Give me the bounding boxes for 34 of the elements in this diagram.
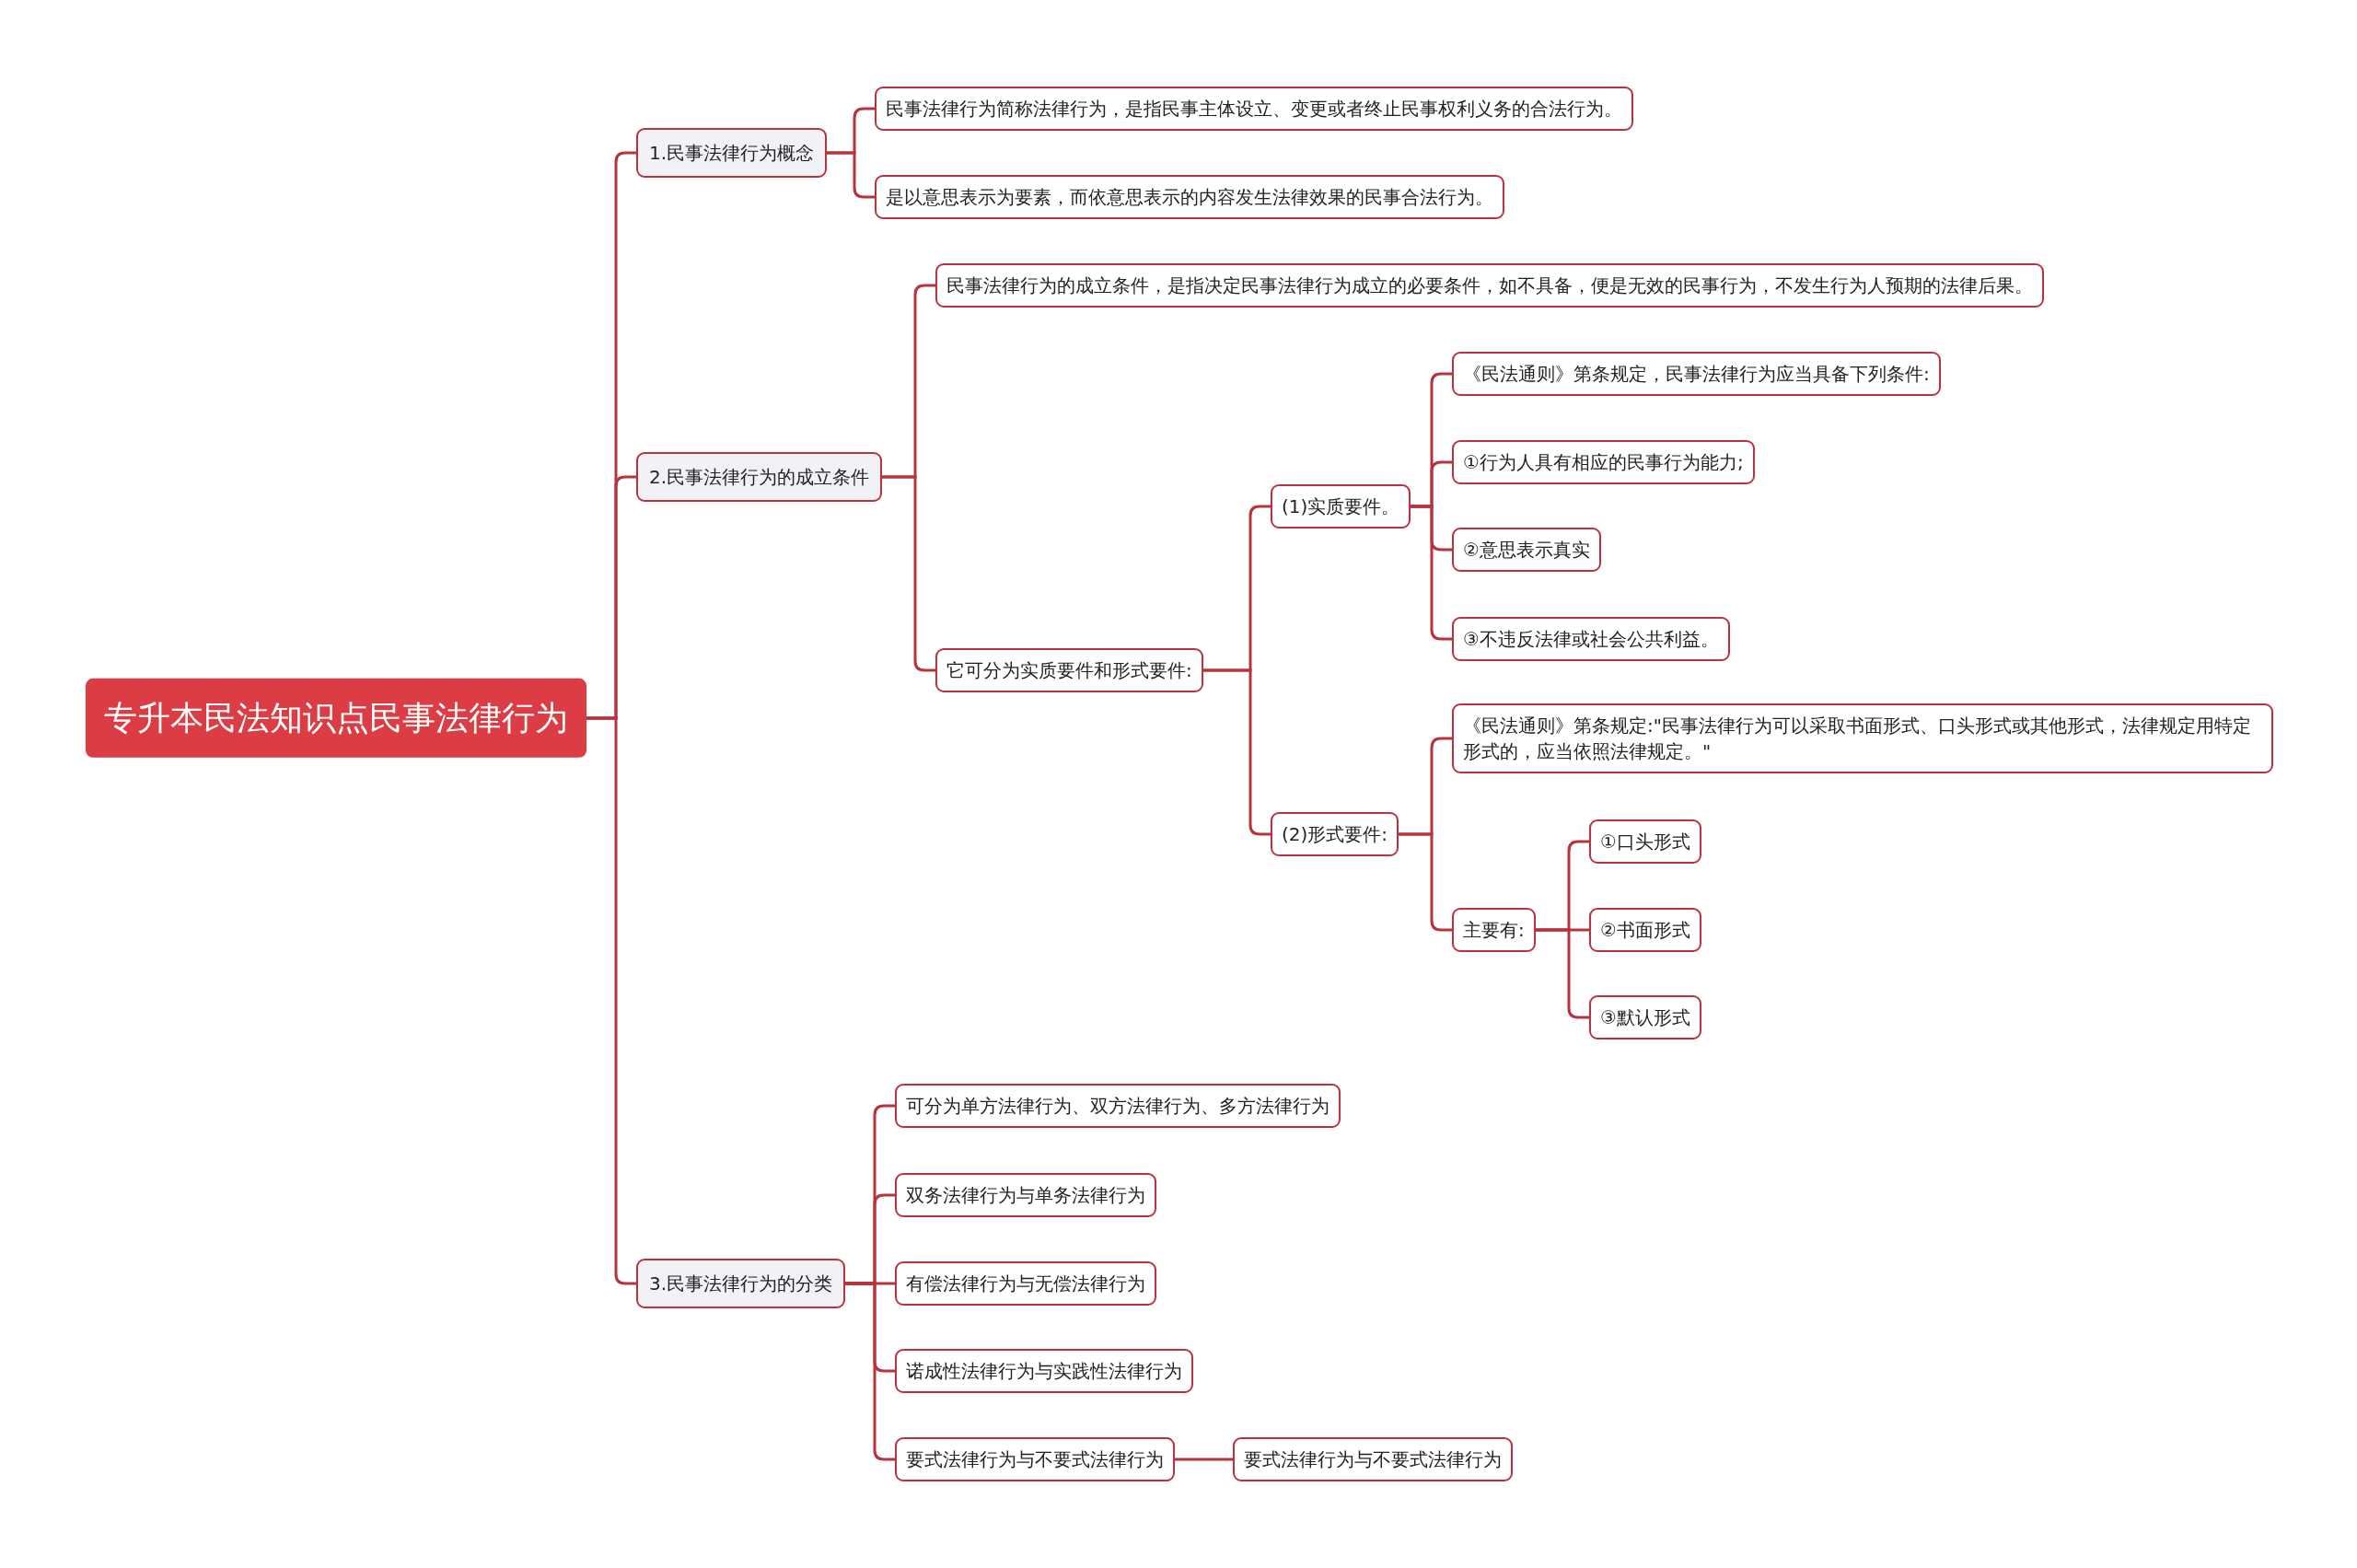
topic-box: 要式法律行为与不要式法律行为 [895,1437,1175,1481]
topic-box: ③默认形式 [1589,995,1701,1040]
topic-box: ①口头形式 [1589,819,1701,864]
topic-box: 诺成性法律行为与实践性法律行为 [895,1349,1193,1393]
topic-box: 要式法律行为与不要式法律行为 [1233,1437,1513,1481]
connector-line [1202,668,1271,836]
topic-box: 《民法通则》第条规定:"民事法律行为可以采取书面形式、口头形式或其他形式，法律规定用特定形式的，应当依照法律规定。" [1452,703,2273,773]
topic-box: 《民法通则》第条规定，民事法律行为应当具备下列条件: [1452,352,1941,396]
topic-box: 可分为单方法律行为、双方法律行为、多方法律行为 [895,1084,1341,1128]
root-topic-box: 专升本民法知识点民事法律行为 [86,678,586,759]
connector-line [1535,928,1589,1019]
connector-line [1399,832,1452,932]
connector-line [586,716,636,1285]
topic-box: 民事法律行为的成立条件，是指决定民事法律行为成立的必要条件，如不具备，便是无效的民事行为，不发生行为人预期的法律后果。 [935,263,2044,308]
topic-box: 它可分为实质要件和形式要件: [935,648,1203,692]
connector-line [882,475,935,672]
topic-box: 双务法律行为与单务法律行为 [895,1173,1156,1217]
topic-box: 有偿法律行为与无偿法律行为 [895,1261,1156,1306]
topic-box: ②书面形式 [1589,908,1701,952]
topic-box: (2)形式要件: [1271,812,1399,856]
topic-box: 民事法律行为简称法律行为，是指民事主体设立、变更或者终止民事权利义务的合法行为。 [875,87,1633,131]
connector-line [827,151,875,199]
topic-box: (1)实质要件。 [1271,484,1411,528]
branch-topic-box: 3.民事法律行为的分类 [636,1259,846,1308]
connector-line [1175,1458,1233,1461]
branch-topic-box: 1.民事法律行为概念 [636,128,828,178]
topic-box: ①行为人具有相应的民事行为能力; [1452,440,1755,484]
topic-box: ③不违反法律或社会公共利益。 [1452,617,1730,661]
branch-topic-box: 2.民事法律行为的成立条件 [636,452,883,502]
topic-box: ②意思表示真实 [1452,528,1601,572]
topic-box: 主要有: [1452,908,1536,952]
connector-line [1411,505,1452,641]
topic-box: 是以意思表示为要素，而依意思表示的内容发生法律效果的民事合法行为。 [875,175,1504,219]
connector-line [845,1282,895,1461]
